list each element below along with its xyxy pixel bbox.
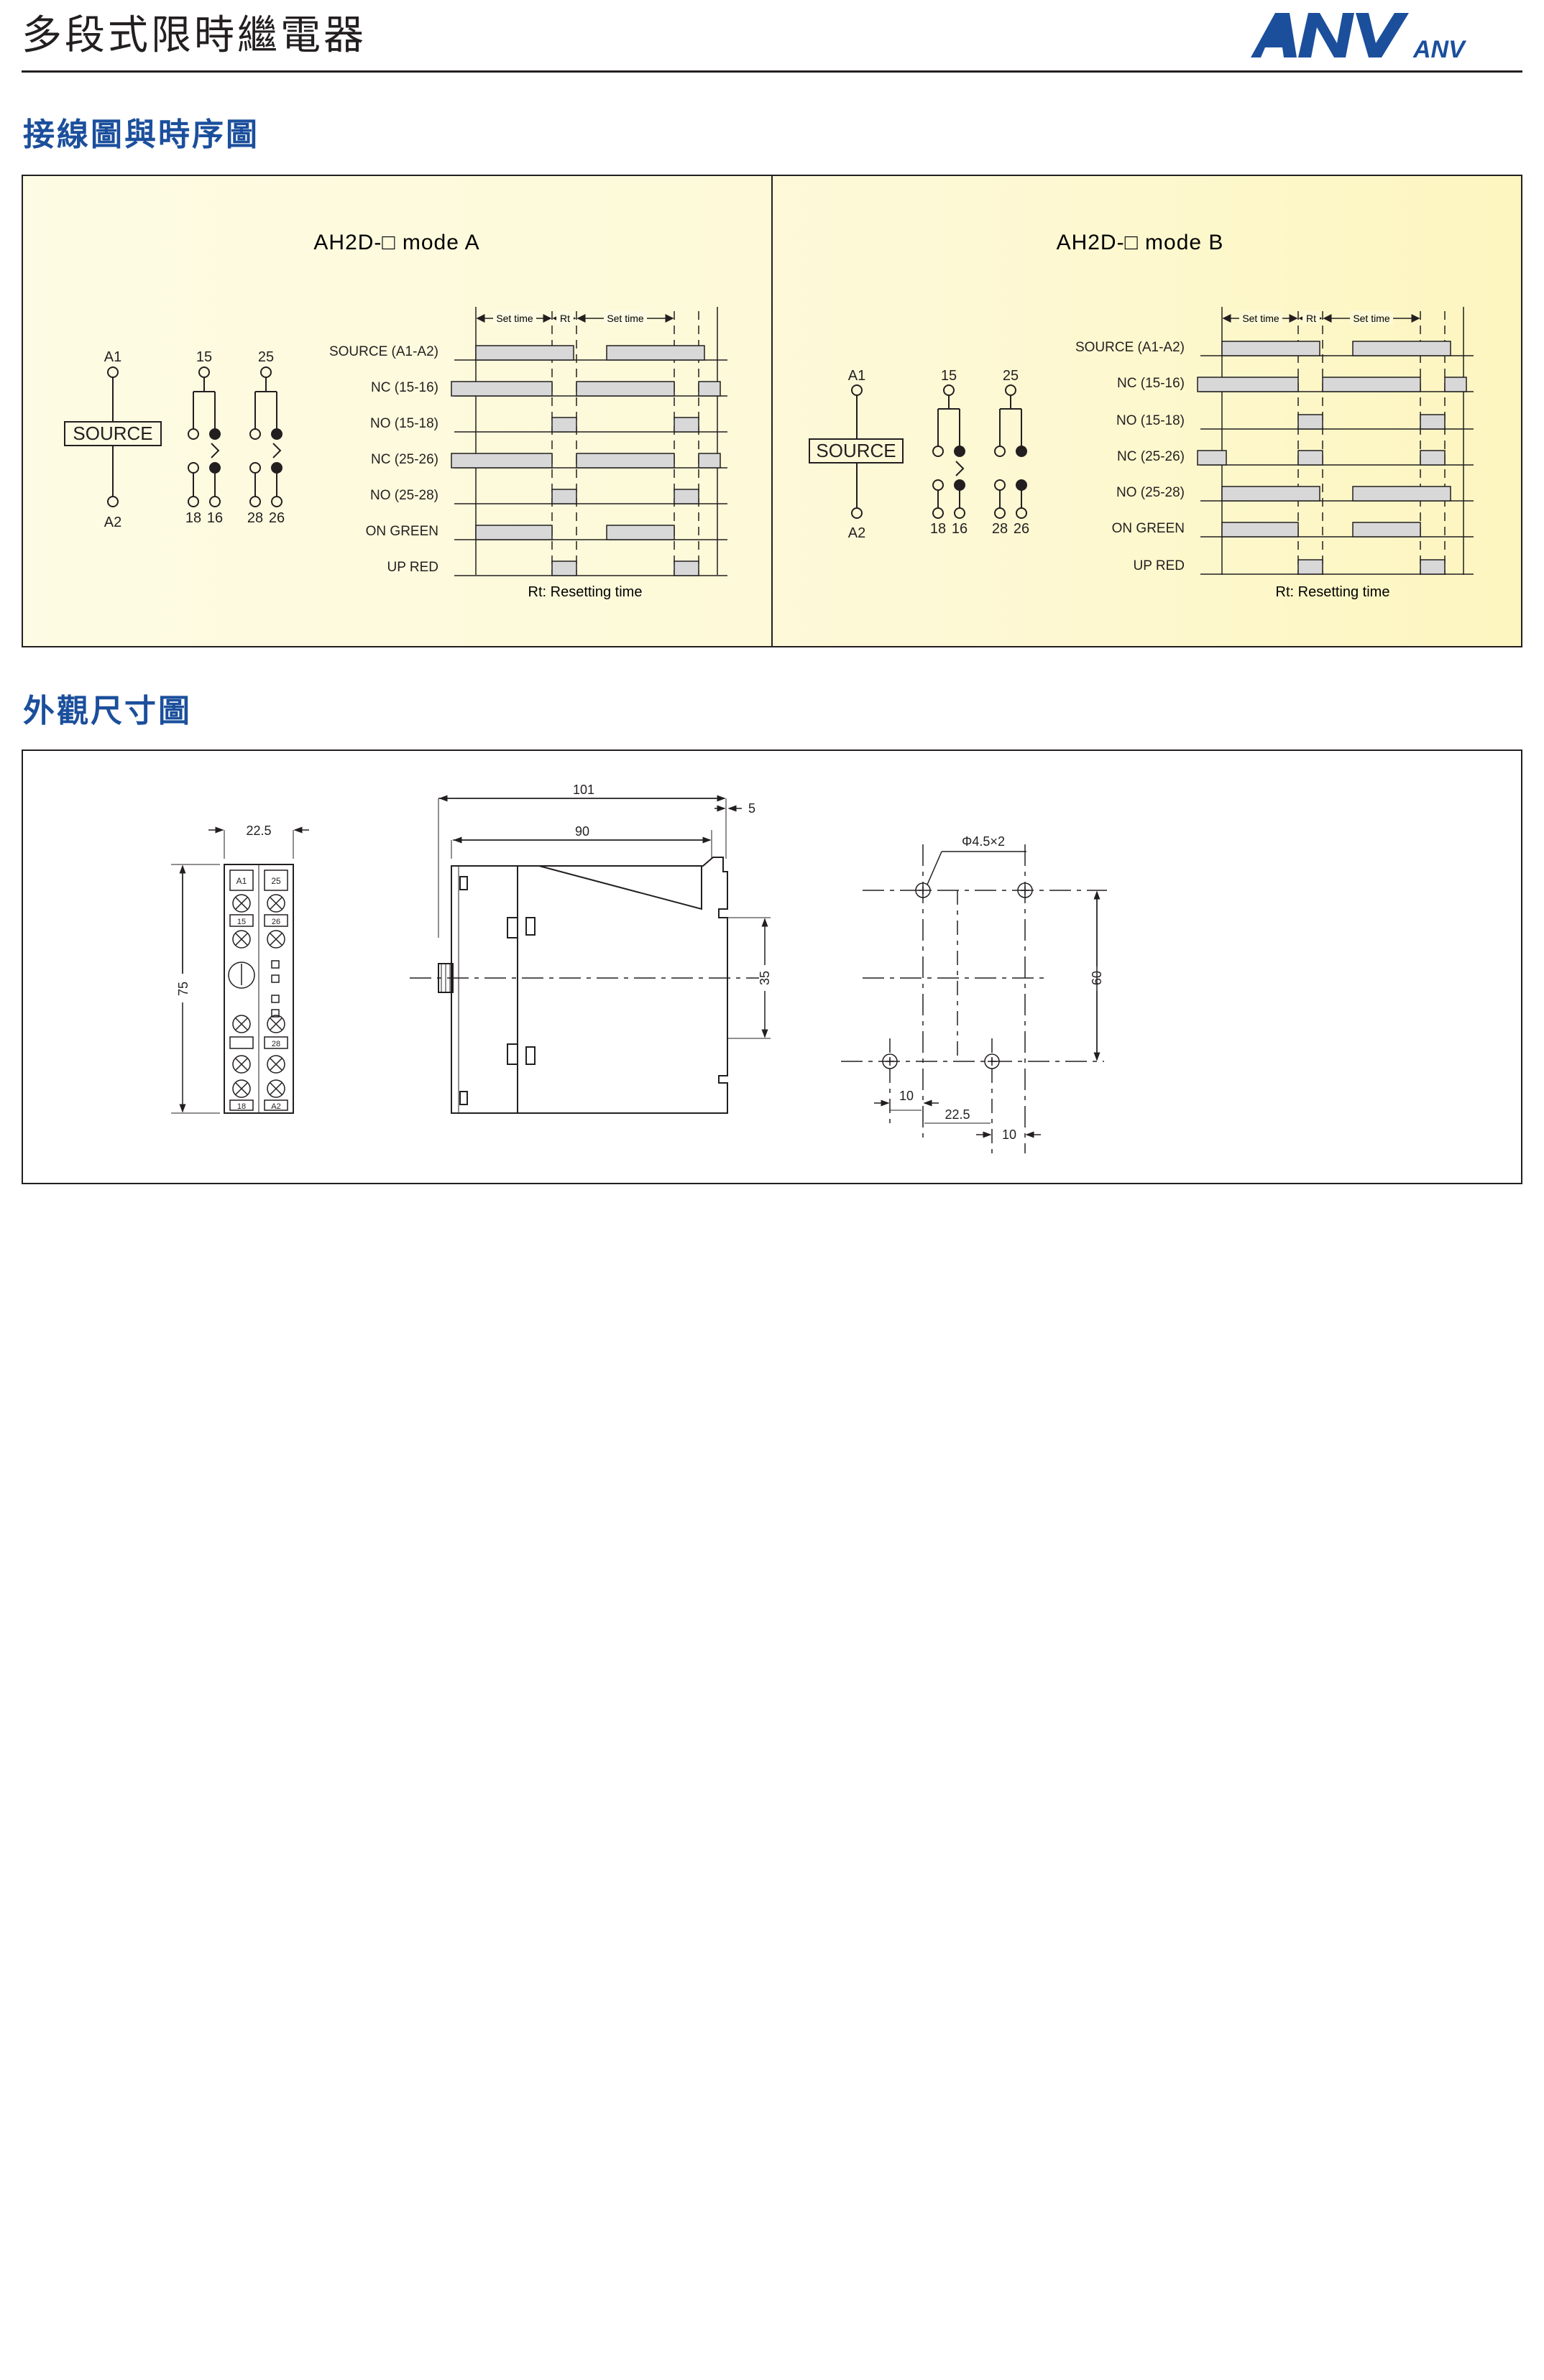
dim-hole-spec: Φ4.5×2	[962, 834, 1005, 849]
mode-a-diagram: AH2D-□ mode A	[64, 231, 727, 600]
mode-b-label-25: 25	[1003, 368, 1019, 384]
mode-b-source-box-label: SOURCE	[816, 440, 896, 461]
hole-bottom-right	[984, 1053, 1000, 1069]
mode-a-signal-labels: SOURCE (A1-A2) NC (15-16) NO (15-18) NC …	[329, 344, 438, 575]
mode-b-set-time-2: Set time	[1353, 313, 1390, 324]
label-16: 16	[207, 510, 223, 526]
label-18: 18	[185, 510, 201, 526]
dimension-panel: 22.5 75 A1 25 15 26 28 18 A2	[22, 749, 1522, 1184]
dim-front-width: 22.5	[246, 824, 271, 838]
mode-a-set-time-2: Set time	[607, 313, 644, 324]
timing-panel: AH2D-□ mode A	[22, 175, 1522, 647]
face-label-28: 28	[272, 1040, 280, 1048]
dim-side-body: 90	[575, 824, 589, 839]
header-rule	[22, 70, 1522, 73]
mode-b-label-15: 15	[941, 368, 957, 384]
terminal-a2-dot	[107, 496, 119, 507]
section-heading-wiring: 接線圖與時序圖	[23, 116, 259, 153]
front-view	[171, 826, 309, 1114]
mode-b-label-a1: A1	[848, 368, 865, 384]
source-box	[64, 421, 162, 446]
label-a1: A1	[104, 349, 121, 365]
mode-a-signal-on-green: ON GREEN	[366, 524, 438, 539]
dim-side-total: 101	[573, 783, 594, 797]
mode-a-wiring	[64, 366, 282, 507]
mode-b-wiring	[809, 384, 1027, 519]
label-28: 28	[247, 510, 263, 526]
face-label-a1: A1	[236, 876, 247, 886]
mode-b-signal-on-green: ON GREEN	[1112, 521, 1185, 536]
mode-a-rt: Rt	[560, 313, 570, 324]
mode-a-signal-source: SOURCE (A1-A2)	[329, 344, 438, 359]
mode-b-signal-nc-25-26: NC (25-26)	[1117, 449, 1185, 464]
mode-b-diagram: AH2D-□ mode B	[809, 231, 1474, 600]
hole-bottom-left	[882, 1053, 898, 1069]
mode-b-label-28: 28	[992, 521, 1008, 537]
mode-b-signal-no-25-28: NO (25-28)	[1116, 485, 1185, 500]
timing-diagrams: AH2D-□ mode A	[64, 176, 1474, 646]
mode-a-signal-no-15-18: NO (15-18)	[370, 416, 438, 431]
brand-logo: ANV	[1251, 13, 1467, 62]
mode-b-footnote: Rt: Resetting time	[1276, 584, 1390, 600]
mode-a-title: AH2D-□ mode A	[313, 231, 479, 254]
mode-a-signal-nc-25-26: NC (25-26)	[371, 452, 438, 467]
mode-b-source-box	[809, 438, 904, 463]
mounting-holes-view	[841, 844, 1107, 1153]
dim-hole-pitch: 22.5	[945, 1107, 970, 1122]
label-15: 15	[196, 349, 212, 365]
mode-b-signal-no-15-18: NO (15-18)	[1116, 413, 1185, 428]
mode-b-set-time-1: Set time	[1242, 313, 1279, 324]
face-label-18: 18	[237, 1102, 246, 1111]
mode-b-rt: Rt	[1306, 313, 1316, 324]
mode-b-signal-up-red: UP RED	[1134, 558, 1185, 573]
label-26: 26	[269, 510, 285, 526]
section-heading-dimensions: 外觀尺寸圖	[23, 693, 192, 729]
dim-side-rail: 35	[758, 971, 772, 985]
mode-a-signal-nc-15-16: NC (15-16)	[371, 380, 438, 395]
mode-b-waveforms	[1197, 341, 1474, 575]
mode-a-signal-no-25-28: NO (25-28)	[370, 488, 438, 503]
mode-b-label-a2: A2	[848, 525, 865, 541]
terminal-a1-dot	[107, 366, 119, 378]
mode-a-signal-up-red: UP RED	[387, 560, 438, 575]
face-label-25: 25	[271, 876, 281, 886]
mode-b-label-26: 26	[1014, 521, 1029, 537]
face-label-a2: A2	[271, 1102, 280, 1111]
mode-a-set-time-1: Set time	[496, 313, 533, 324]
dim-hole-offset-left: 10	[899, 1089, 914, 1103]
face-label-26: 26	[272, 918, 280, 926]
page-title: 多段式限時繼電器	[22, 12, 367, 59]
dim-front-height: 75	[176, 982, 190, 996]
label-a2: A2	[104, 515, 121, 530]
mode-b-signal-labels: SOURCE (A1-A2) NC (15-16) NO (15-18) NC …	[1075, 340, 1185, 573]
dim-hole-vertical: 60	[1090, 971, 1104, 985]
dim-hole-offset-right: 10	[1002, 1127, 1016, 1142]
face-label-15: 15	[237, 918, 246, 926]
hole-top-right	[1017, 882, 1033, 898]
mode-b-label-16: 16	[952, 521, 968, 537]
mode-b-title: AH2D-□ mode B	[1057, 231, 1224, 254]
dim-side-tab: 5	[748, 801, 755, 816]
mode-a-footnote: Rt: Resetting time	[528, 584, 643, 600]
logo-small-text: ANV	[1412, 36, 1467, 62]
side-view	[410, 795, 771, 1114]
hole-top-left	[915, 882, 931, 898]
mode-b-label-18: 18	[930, 521, 946, 537]
label-25: 25	[258, 349, 274, 365]
mode-a-waveforms	[451, 345, 727, 576]
logo-mark	[1251, 13, 1409, 57]
mode-b-signal-nc-15-16: NC (15-16)	[1117, 376, 1185, 391]
mode-b-signal-source: SOURCE (A1-A2)	[1075, 340, 1185, 355]
source-box-label: SOURCE	[73, 423, 152, 444]
dimension-drawings: 22.5 75 A1 25 15 26 28 18 A2	[171, 783, 1107, 1153]
